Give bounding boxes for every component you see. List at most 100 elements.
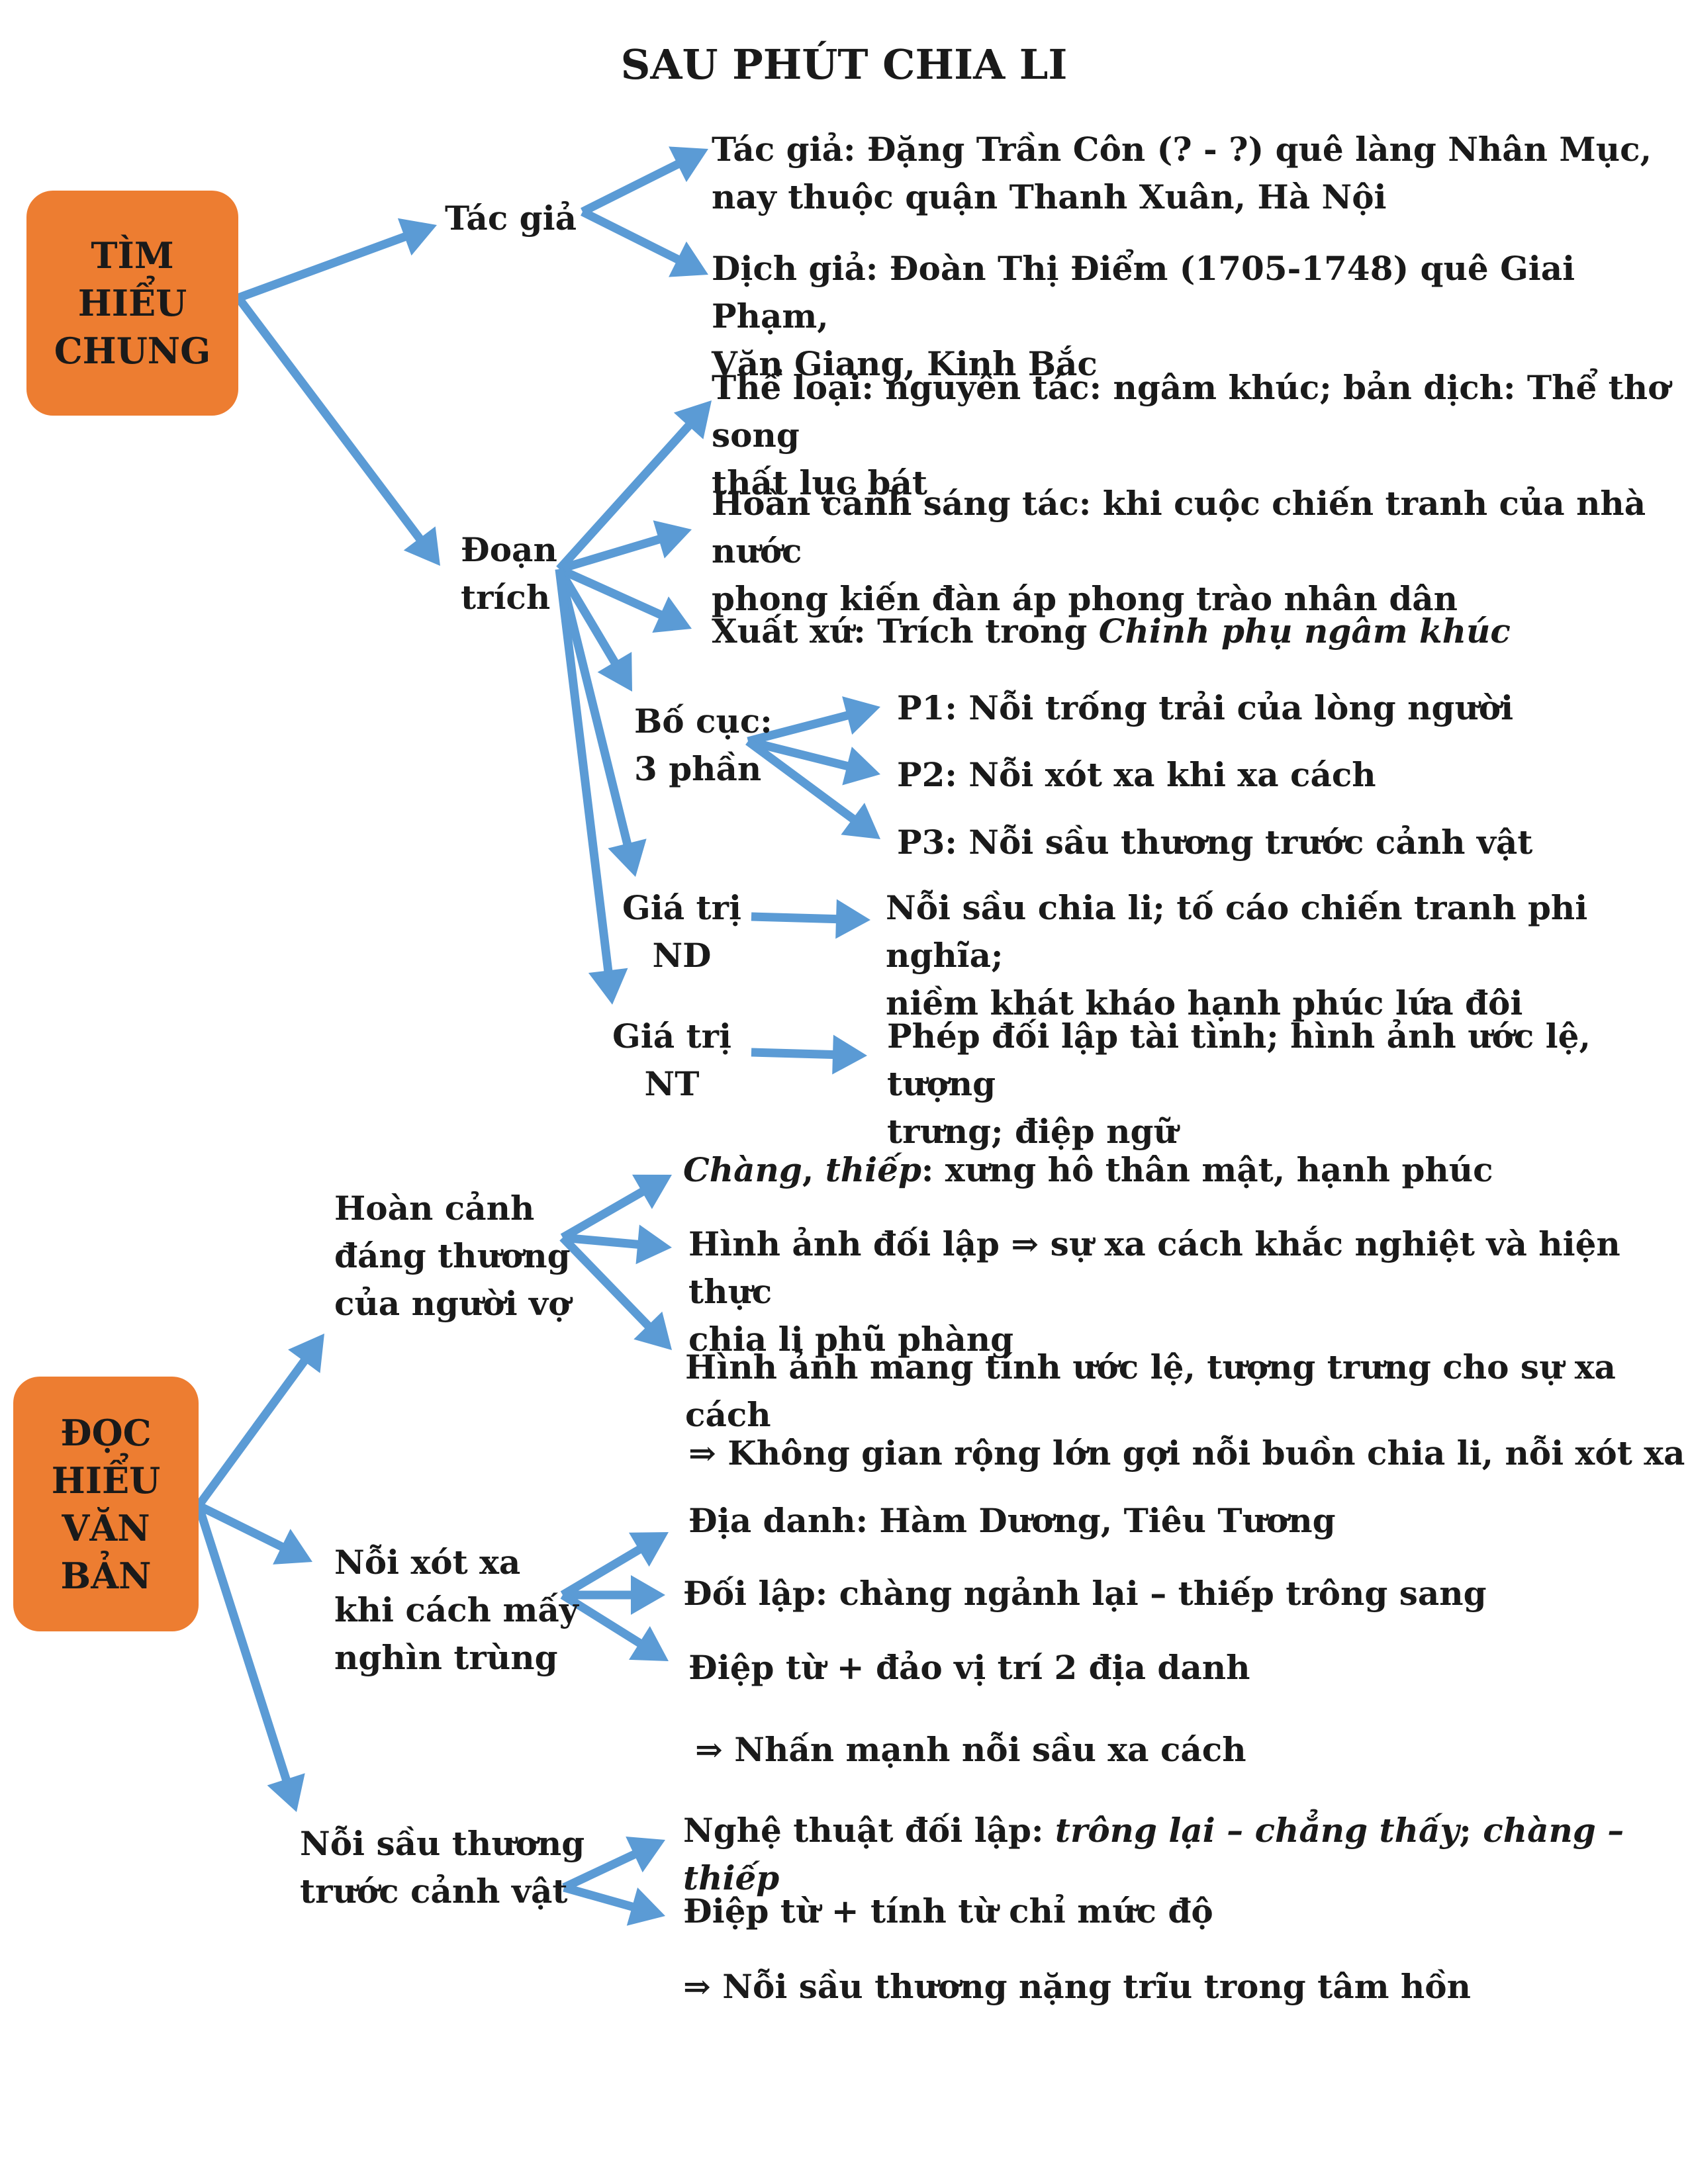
text-line: của người vợ — [334, 1284, 571, 1323]
text-line: Bố cục: — [634, 702, 773, 741]
text-line: Nỗi sầu chia li; tố cáo chiến tranh phi … — [886, 888, 1588, 975]
text-span: Xuất xứ: Trích trong — [712, 612, 1099, 651]
branch2-item-1: Địa danh: Hàm Dương, Tiêu Tương — [688, 1501, 1336, 1540]
box-line: BẢN — [60, 1554, 152, 1597]
text-line: Hình ảnh đối lập ⇒ sự xa cách khắc nghiệ… — [688, 1224, 1620, 1311]
text-line: khi cách mấy — [334, 1590, 579, 1629]
page-title: SAU PHÚT CHIA LI — [620, 40, 1068, 89]
arrow-to-branch1-item-3 — [559, 1234, 672, 1350]
arrow-to-part-2 — [747, 737, 880, 786]
text-line: nghìn trùng — [334, 1638, 558, 1677]
arrow-to-gia-tri-nt-text — [751, 1034, 867, 1075]
text-span: thiếp — [825, 1150, 921, 1189]
text-line: Dịch giả: Đoàn Thị Điểm (1705-1748) quê … — [712, 249, 1575, 336]
arrow-to-hoan-canh — [558, 520, 692, 574]
text-line: trích — [461, 578, 551, 617]
arrow-to-branch2-item-2 — [563, 1575, 665, 1615]
box-line: CHUNG — [54, 330, 211, 372]
translator-text: Dịch giả: Đoàn Thị Điểm (1705-1748) quê … — [712, 245, 1688, 388]
node-bo-cuc: Bố cục: 3 phần — [634, 698, 773, 793]
branch2-item-3: Điệp từ + đảo vị trí 2 địa danh — [688, 1648, 1250, 1687]
section-box-doc-hieu-van-ban: ĐỌC HIỂU VĂN BẢN — [13, 1377, 199, 1631]
hoan-canh-text: Hoàn cảnh sáng tác: khi cuộc chiến tranh… — [712, 480, 1688, 623]
arrow-to-xuat-xu — [557, 565, 692, 633]
branch2-conclusion: ⇒ Nhấn mạnh nỗi sầu xa cách — [695, 1730, 1246, 1769]
box-line: TÌM — [91, 234, 174, 277]
node-doan-trich: Đoạn trích — [461, 526, 557, 621]
arrow-to-part-1 — [747, 696, 880, 746]
section-box-tim-hieu-chung: TÌM HIỂU CHUNG — [26, 191, 238, 416]
arrow-to-branch-3 — [194, 1504, 305, 1812]
text-line: ND — [652, 936, 712, 975]
text-span: chàng – thiếp — [683, 1811, 1624, 1897]
box-line: ĐỌC — [60, 1411, 152, 1454]
text-span: Nghệ thuật đối lập: — [683, 1811, 1055, 1850]
arrow-to-author — [581, 146, 708, 216]
text-line: trước cảnh vật — [300, 1872, 568, 1911]
text-line: Thể loại: nguyên tác: ngâm khúc; bản dịc… — [712, 368, 1670, 455]
the-loai-text: Thể loại: nguyên tác: ngâm khúc; bản dịc… — [712, 364, 1688, 507]
part-2: P2: Nỗi xót xa khi xa cách — [897, 755, 1376, 794]
arrow-to-doan-trich — [234, 295, 440, 566]
text-line: Nỗi xót xa — [334, 1543, 521, 1582]
branch2-item-2: Đối lập: chàng ngảnh lại – thiếp trông s… — [683, 1574, 1487, 1613]
text-line: Giá trị — [622, 888, 741, 927]
gia-tri-nd-text: Nỗi sầu chia li; tố cáo chiến tranh phi … — [886, 884, 1688, 1027]
text-line: NT — [644, 1064, 700, 1103]
arrow-to-branch2-item-1 — [560, 1532, 669, 1599]
text-line: Đoạn — [461, 530, 557, 569]
text-span: Chàng — [683, 1150, 802, 1189]
text-line: Giá trị — [612, 1017, 731, 1056]
node-tac-gia: Tác giả — [445, 199, 577, 238]
gia-tri-nt-text: Phép đối lập tài tình; hình ảnh ước lệ, … — [887, 1013, 1688, 1156]
branch3-item-1: Nghệ thuật đối lập: trông lại – chẳng th… — [683, 1807, 1688, 1902]
arrow-to-branch2-item-3 — [560, 1591, 669, 1661]
part-1: P1: Nỗi trống trải của lòng người — [897, 688, 1514, 727]
text-line: trưng; điệp ngữ — [887, 1112, 1178, 1151]
arrow-to-branch3-item-1 — [562, 1837, 665, 1891]
arrow-to-gia-tri-nt — [555, 569, 628, 1005]
text-line: Nỗi sầu thương — [300, 1824, 585, 1863]
branch1-item-1: Chàng, thiếp: xưng hô thân mật, hạnh phú… — [683, 1146, 1493, 1194]
arrow-to-tac-gia — [236, 218, 437, 302]
text-span: : xưng hô thân mật, hạnh phúc — [921, 1150, 1493, 1189]
text-line: Phép đối lập tài tình; hình ảnh ước lệ, … — [887, 1017, 1591, 1103]
box-line: HIỂU — [51, 1459, 161, 1502]
branch3-item-2: Điệp từ + tính từ chỉ mức độ — [683, 1891, 1213, 1931]
text-line: 3 phần — [634, 749, 762, 788]
text-line: chia li phũ phàng — [688, 1320, 1014, 1359]
text-line: Hoàn cảnh sáng tác: khi cuộc chiến tranh… — [712, 484, 1646, 570]
branch1-conclusion: ⇒ Không gian rộng lớn gợi nỗi buồn chia … — [688, 1433, 1685, 1473]
branch3-conclusion: ⇒ Nỗi sầu thương nặng trĩu trong tâm hồn — [683, 1967, 1471, 2006]
node-gia-tri-nt: Giá trị NT — [606, 1013, 738, 1108]
node-hoan-canh-dang-thuong: Hoàn cảnh đáng thương của người vợ — [334, 1185, 571, 1328]
text-span: ; — [1459, 1811, 1483, 1850]
arrow-to-gia-tri-nd — [555, 568, 647, 877]
node-noi-sau-thuong: Nỗi sầu thương trước cảnh vật — [300, 1820, 585, 1915]
author-text: Tác giả: Đặng Trần Côn (? - ?) quê làng … — [712, 126, 1652, 221]
arrow-to-bo-cuc — [555, 567, 632, 692]
node-noi-xot-xa: Nỗi xót xa khi cách mấy nghìn trùng — [334, 1539, 579, 1682]
arrow-to-branch1-item-1 — [560, 1174, 672, 1242]
text-line: Hoàn cảnh — [334, 1189, 535, 1228]
arrow-to-the-loai — [556, 400, 712, 572]
arrow-to-part-3 — [745, 737, 880, 839]
text-line: Tác giả: Đặng Trần Côn (? - ?) quê làng … — [712, 130, 1652, 169]
box-line: VĂN — [62, 1506, 150, 1549]
arrow-to-translator — [581, 208, 708, 277]
branch1-item-3: Hình ảnh mang tính ước lệ, tượng trưng c… — [685, 1347, 1616, 1434]
arrow-to-branch-1 — [195, 1334, 324, 1508]
text-line: đáng thương — [334, 1236, 571, 1275]
arrow-to-gia-tri-nd-text — [751, 899, 870, 939]
text-span: trông lại – chẳng thấy — [1055, 1811, 1460, 1850]
xuat-xu-text: Xuất xứ: Trích trong Chinh phụ ngâm khúc — [712, 608, 1511, 655]
text-span: , — [802, 1150, 825, 1189]
arrow-to-branch-2 — [197, 1502, 312, 1565]
work-title: Chinh phụ ngâm khúc — [1098, 612, 1511, 651]
box-line: HIỂU — [77, 282, 187, 324]
text-line: niềm khát kháo hạnh phúc lứa đôi — [886, 983, 1523, 1023]
text-line: phong kiến đàn áp phong trào nhân dân — [712, 579, 1458, 618]
part-3: P3: Nỗi sầu thương trước cảnh vật — [897, 823, 1533, 862]
text-line: Văn Giang, Kinh Bắc — [712, 344, 1098, 383]
